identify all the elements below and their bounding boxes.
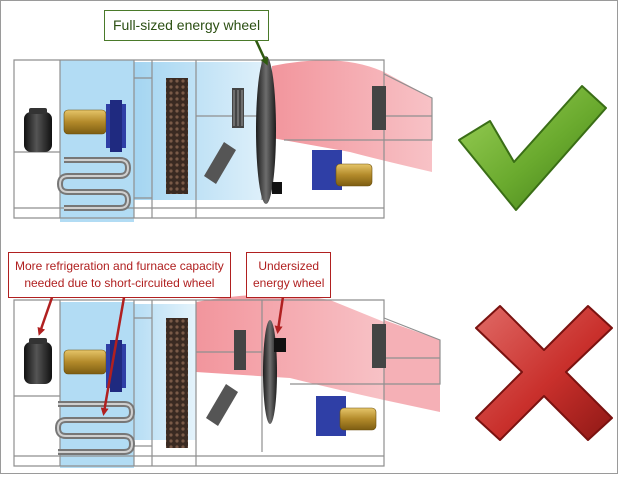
cross-icon bbox=[475, 305, 613, 441]
callout-undersized-line1: Undersized bbox=[258, 259, 320, 273]
exhaust-damper bbox=[372, 86, 386, 130]
compressor-bottom bbox=[24, 342, 52, 384]
short-circuit-warm-air bbox=[196, 294, 384, 400]
callout-undersized-wheel: Undersized energy wheel bbox=[246, 252, 332, 298]
unit-undersized-wheel bbox=[13, 294, 441, 468]
supply-motor-bottom bbox=[63, 349, 107, 375]
filter-bank bbox=[166, 78, 188, 194]
callout-refrigeration-line2: needed due to short-circuited wheel bbox=[24, 276, 215, 290]
housing-outline-bottom bbox=[13, 299, 441, 467]
full-energy-wheel bbox=[256, 56, 276, 204]
callout-full-wheel: Full-sized energy wheel bbox=[104, 10, 270, 41]
callout-refrigeration-line1: More refrigeration and furnace capacity bbox=[15, 259, 224, 273]
callout-undersized-line2: energy wheel bbox=[253, 276, 325, 290]
compressor bbox=[24, 112, 52, 152]
angled-damper bbox=[204, 142, 236, 184]
checkmark-icon bbox=[458, 85, 607, 211]
coil-pointer bbox=[100, 285, 128, 416]
return-motor bbox=[335, 163, 373, 187]
callout-refrigeration: More refrigeration and furnace capacity … bbox=[8, 252, 231, 298]
unit-full-wheel bbox=[13, 56, 433, 222]
warm-air-plume bbox=[272, 60, 432, 173]
filter-bank-bottom bbox=[166, 318, 188, 448]
exhaust-damper-bottom bbox=[372, 324, 386, 368]
supply-motor bbox=[63, 109, 107, 135]
cool-air-stream bbox=[134, 62, 262, 200]
undersized-energy-wheel bbox=[263, 320, 277, 424]
